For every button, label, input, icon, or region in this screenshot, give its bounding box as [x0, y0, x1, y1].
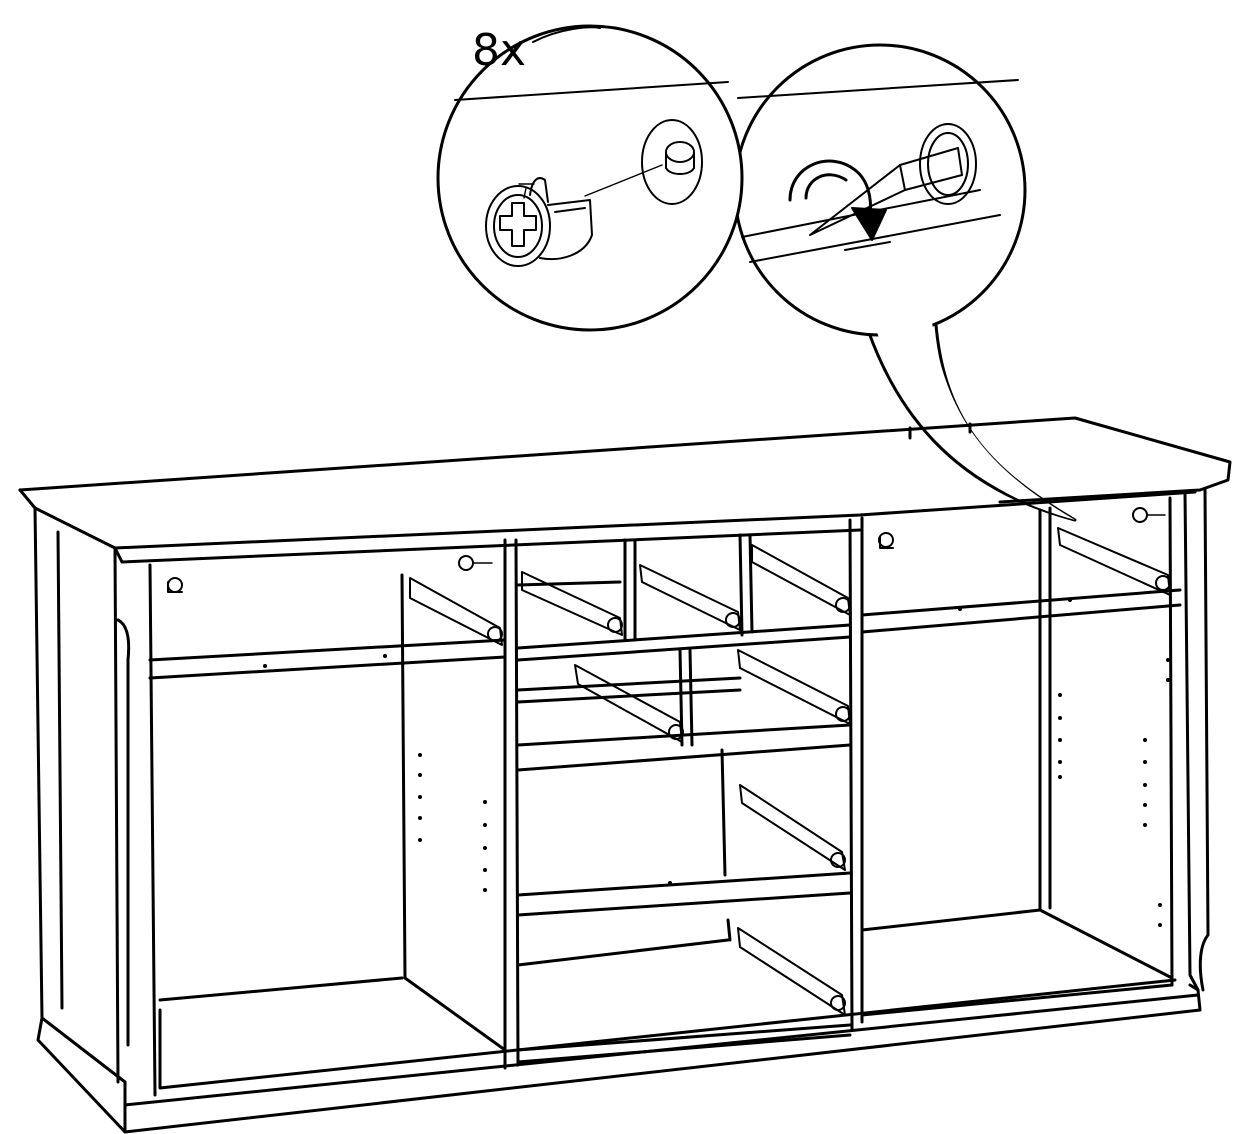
sideboard-cabinet: [18, 416, 1232, 1134]
turn-clockwise-arrow-icon: [788, 159, 887, 241]
drawer-runners: [409, 527, 1171, 1016]
cam-locks-installed: [167, 507, 1166, 593]
detail-callout-insert: [436, 24, 744, 332]
cam-lock-fitting-icon: [485, 177, 593, 267]
shelf-pin-holes: [263, 598, 1170, 927]
quantity-label: 8x: [472, 25, 526, 76]
flat-screwdriver-icon: [809, 147, 963, 236]
detail-callout-tighten: [733, 43, 1077, 522]
callout-circle-insert: [436, 24, 744, 332]
